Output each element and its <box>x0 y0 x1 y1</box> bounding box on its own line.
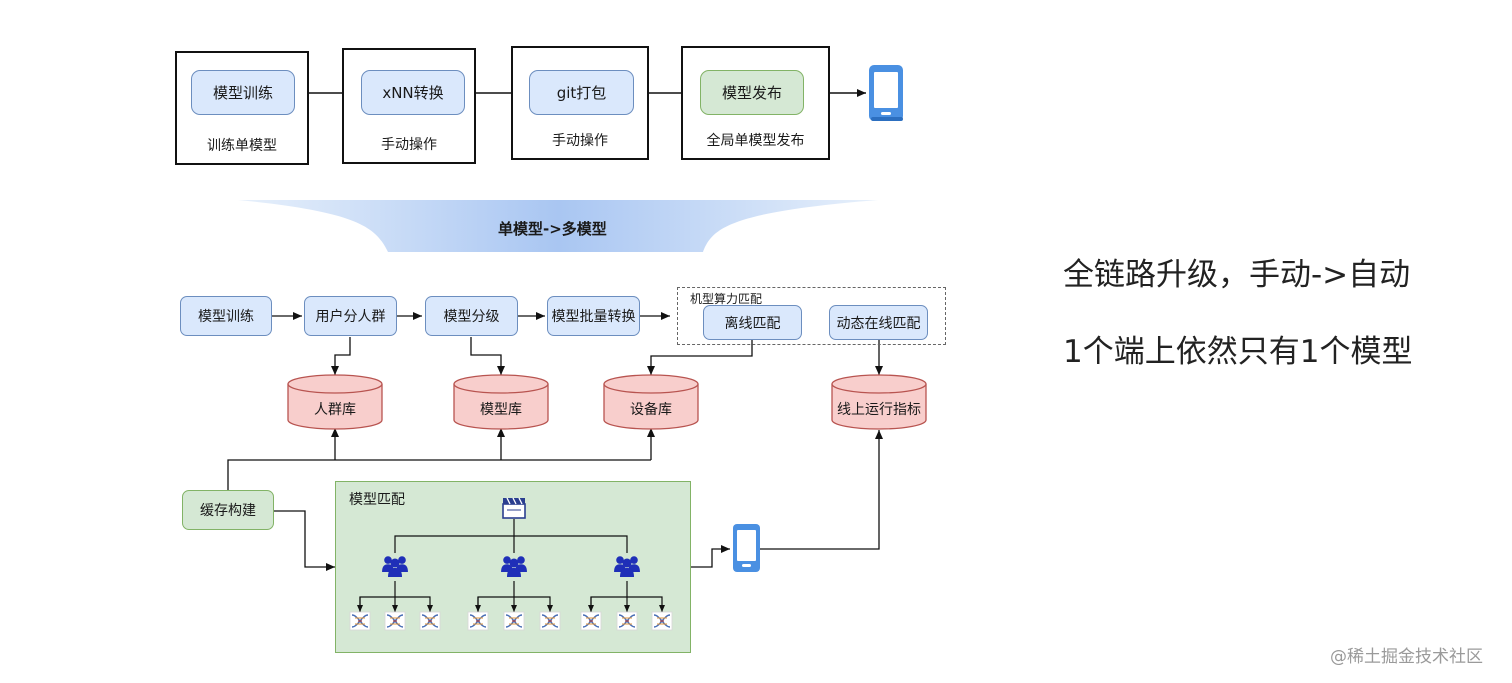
node-xnn-convert: xNN转换 <box>361 70 465 115</box>
node-model-publish: 模型发布 <box>700 70 804 115</box>
database-cylinders <box>287 374 927 430</box>
device-db-cylinder <box>603 374 699 430</box>
transition-label: 单模型->多模型 <box>498 220 607 238</box>
dna-icon <box>467 611 489 631</box>
summary-line-2: 1个端上依然只有1个模型 <box>1063 334 1413 370</box>
stage-caption: 手动操作 <box>552 133 608 149</box>
transition-banner <box>238 200 878 252</box>
db-model-label: 模型库 <box>480 402 522 418</box>
watermark: @稀土掘金技术社区 <box>1330 647 1483 667</box>
node-batch-convert: 模型批量转换 <box>547 296 640 336</box>
stage-caption: 手动操作 <box>381 137 437 153</box>
node-user-grouping: 用户分人群 <box>304 296 397 336</box>
people-icon <box>501 556 527 577</box>
phone-icon <box>733 524 760 572</box>
dna-icon <box>580 611 602 631</box>
stage-caption: 训练单模型 <box>207 138 277 154</box>
bottom-flow-arrows <box>227 312 883 571</box>
model-match-title: 模型匹配 <box>349 492 405 508</box>
node-model-train: 模型训练 <box>180 296 272 336</box>
clapper-icon <box>502 497 526 519</box>
dna-icon <box>651 611 673 631</box>
summary-line-1: 全链路升级，手动->自动 <box>1063 257 1411 293</box>
people-icon <box>614 556 640 577</box>
dna-icon <box>419 611 441 631</box>
node-cache-build: 缓存构建 <box>182 490 274 530</box>
node-git-package: git打包 <box>529 70 634 115</box>
model-db-cylinder <box>453 374 549 430</box>
crowd-db-cylinder <box>287 374 383 430</box>
db-crowd-label: 人群库 <box>314 402 356 418</box>
device-matching-group <box>677 287 946 345</box>
db-device-label: 设备库 <box>630 402 672 418</box>
node-offline-match: 离线匹配 <box>703 305 802 340</box>
dna-icon <box>349 611 371 631</box>
phone-icon <box>869 65 903 121</box>
dna-icon <box>503 611 525 631</box>
db-metrics-label: 线上运行指标 <box>837 402 921 418</box>
model-match-tree <box>349 497 673 631</box>
node-model-grading: 模型分级 <box>425 296 518 336</box>
stage-caption: 全局单模型发布 <box>706 133 805 149</box>
dna-icon <box>384 611 406 631</box>
dna-icon <box>616 611 638 631</box>
node-model-train-top: 模型训练 <box>191 70 295 115</box>
metrics-db-cylinder <box>831 374 927 430</box>
dna-icon <box>539 611 561 631</box>
people-icon <box>382 556 408 577</box>
node-online-match: 动态在线匹配 <box>829 305 928 340</box>
device-matching-title: 机型算力匹配 <box>690 292 763 306</box>
